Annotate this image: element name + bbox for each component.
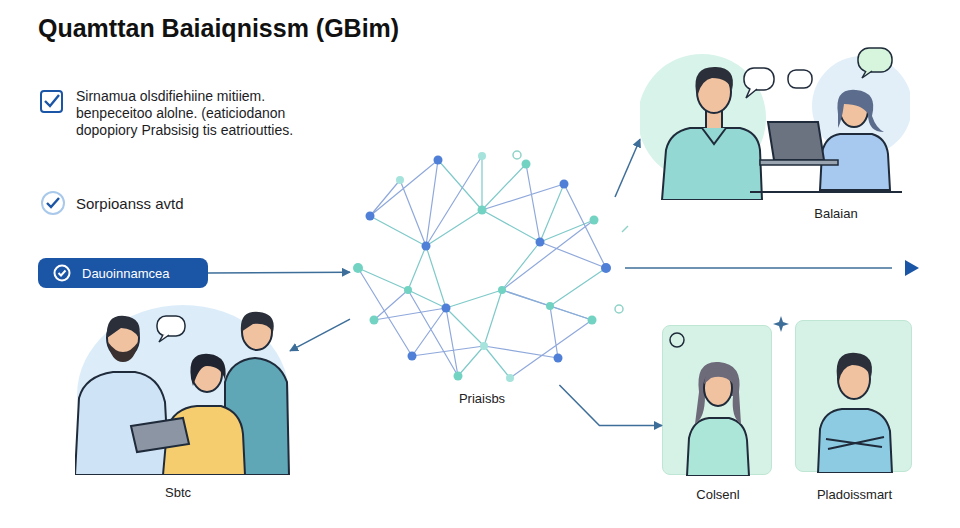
network-cluster: Priaisbs — [350, 150, 615, 385]
speech-bubble — [157, 316, 185, 342]
woman-figure — [820, 90, 890, 190]
button-label: Dauoinnamcea — [82, 266, 169, 281]
tablet-icon — [131, 418, 189, 452]
note-text: Sirnamua olsdifiehiine mitiiem. benpecei… — [76, 88, 344, 139]
person-card: Pladoissmart — [795, 320, 912, 472]
people-illustration: Balaian — [640, 40, 910, 200]
connector-arrow — [559, 385, 662, 426]
pill-button: Dauoinnamcea — [38, 258, 208, 288]
man-portrait — [796, 321, 913, 473]
woman-figure — [163, 354, 245, 475]
note-text: Sorpioanss avtd — [76, 195, 346, 213]
team-illustration — [75, 300, 290, 475]
connector-arrow — [290, 319, 350, 351]
node-label: Balaian — [791, 206, 881, 221]
node-label: Pladoissmart — [796, 487, 913, 502]
laptop-icon — [750, 122, 902, 192]
connector-arrow — [208, 271, 350, 273]
check-circle-icon — [42, 192, 64, 214]
output-arrow — [625, 260, 919, 276]
node-label: Priaisbs — [432, 391, 532, 406]
button-icon — [52, 263, 72, 283]
people-illustration — [640, 40, 910, 200]
diagram-title: Quamttan Baiaiqnissm (GBim) — [38, 14, 399, 43]
network-links — [358, 156, 606, 378]
network-dots — [353, 152, 611, 382]
connector-arrow — [615, 139, 640, 197]
bearded-man-figure — [75, 316, 169, 475]
person-card: Colsenl — [662, 325, 772, 475]
speech-bubble — [744, 48, 892, 98]
network-links — [358, 156, 606, 378]
node-label: Colsenl — [663, 487, 773, 502]
team-illustration: Sbtc — [75, 300, 290, 475]
woman-portrait — [663, 326, 773, 476]
checkbox-icon — [41, 91, 62, 112]
network-graphic — [350, 150, 615, 385]
node-label: Sbtc — [133, 485, 223, 500]
